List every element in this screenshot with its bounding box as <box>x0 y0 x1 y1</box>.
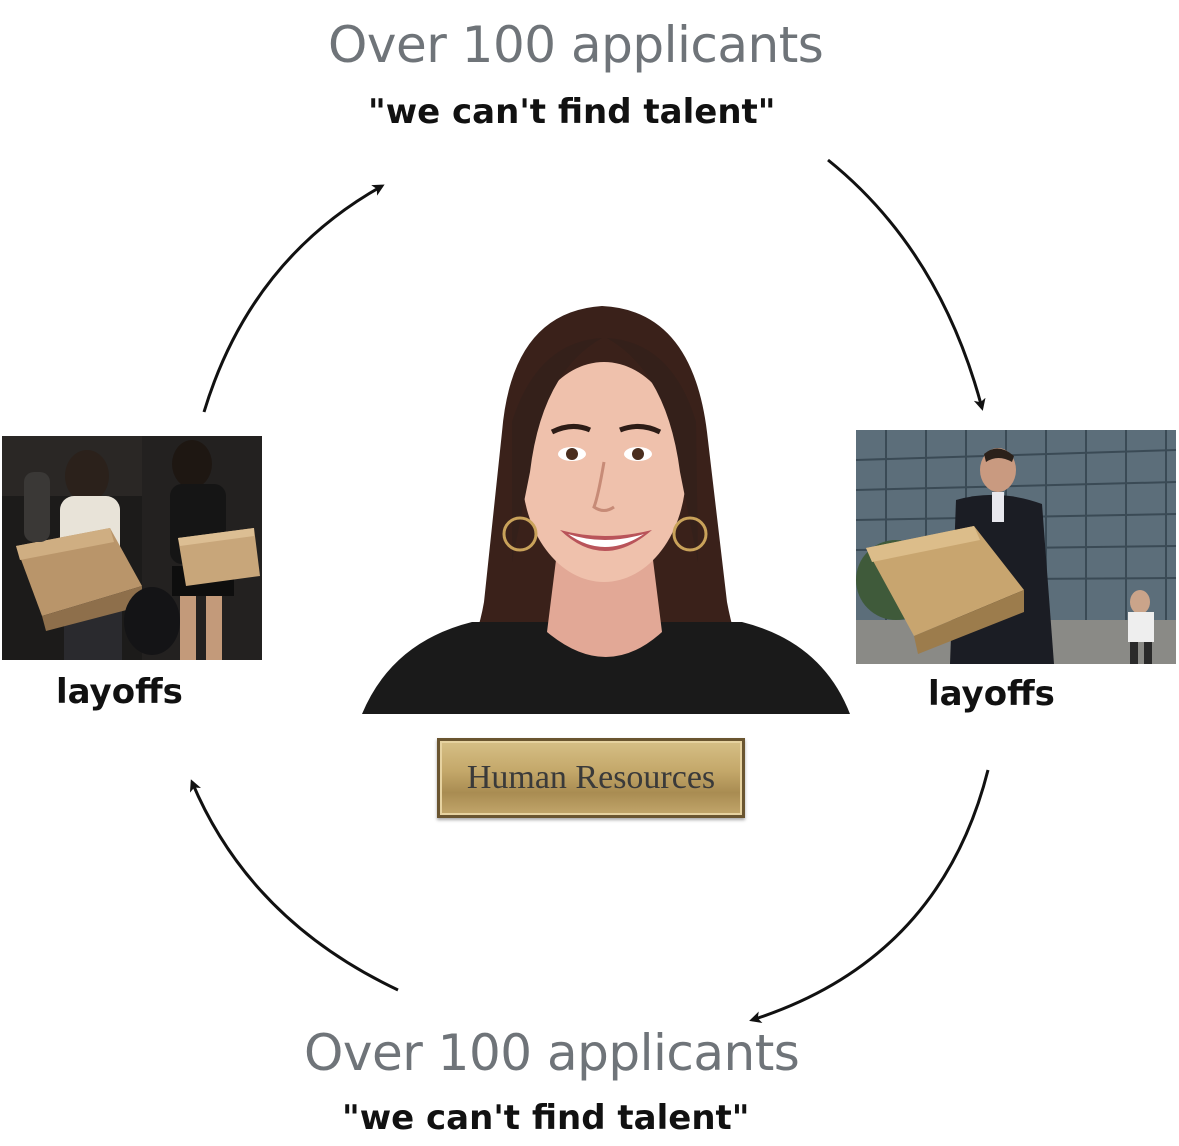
right-layoffs-label: layoffs <box>928 674 1055 714</box>
hr-portrait <box>362 302 850 714</box>
arrow-top-right <box>827 158 986 411</box>
right-layoffs-photo <box>856 430 1176 664</box>
human-resources-nameplate: Human Resources <box>437 738 745 818</box>
left-layoffs-photo <box>2 436 262 660</box>
arrow-bottom-right <box>749 769 990 1023</box>
bottom-applicants-text: Over 100 applicants <box>304 1024 800 1082</box>
nameplate-text: Human Resources <box>466 759 716 796</box>
left-layoffs-label: layoffs <box>56 672 183 712</box>
arrow-bottom-left <box>189 779 399 992</box>
top-quote-text: "we can't find talent" <box>368 92 776 132</box>
bottom-quote-text: "we can't find talent" <box>342 1098 750 1138</box>
top-applicants-text: Over 100 applicants <box>328 16 824 74</box>
arrow-top-left <box>202 184 385 413</box>
